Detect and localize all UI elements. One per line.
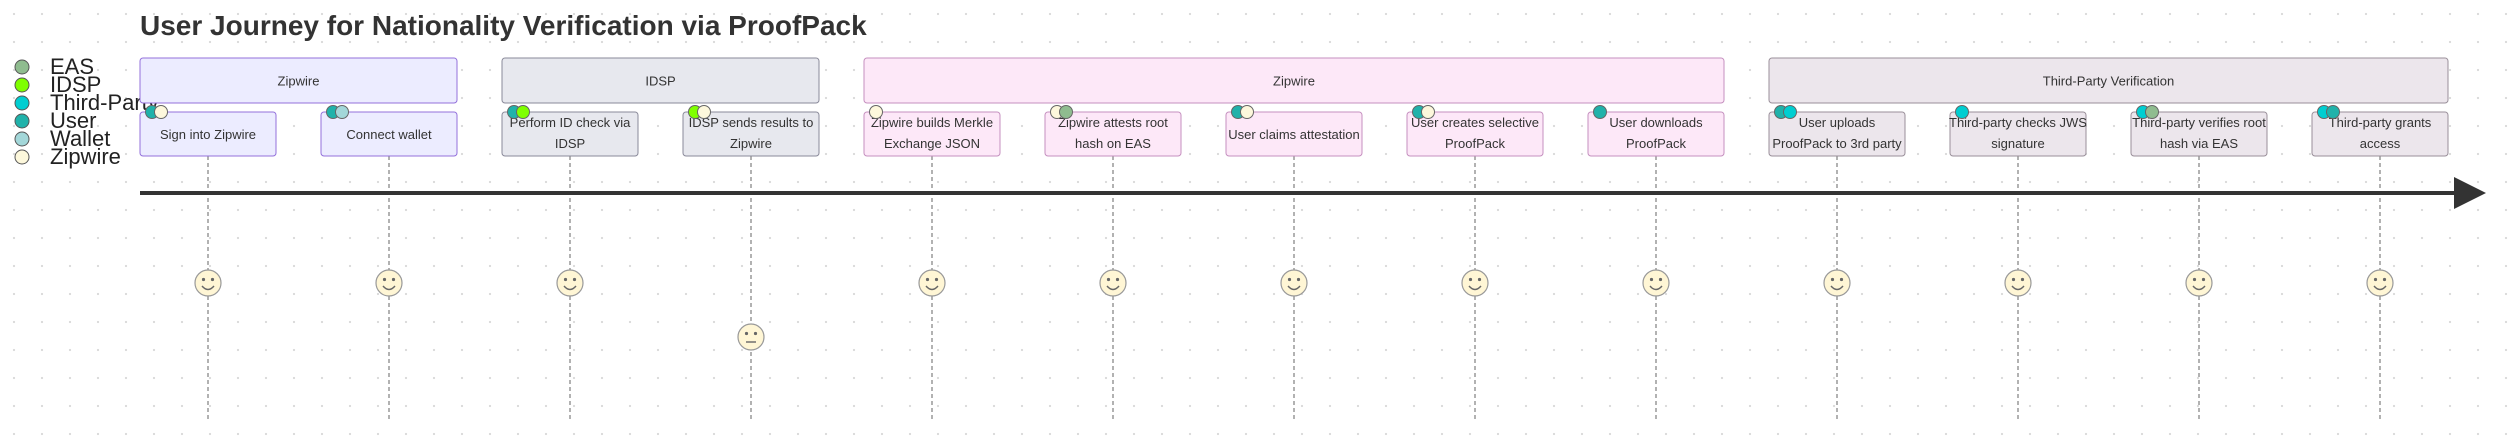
satisfaction-face-icon: [1823, 269, 1851, 297]
legend-eas-dot: [14, 59, 30, 75]
satisfaction-face-icon: [918, 269, 946, 297]
satisfaction-face-icon: [2185, 269, 2213, 297]
task-box: [2311, 111, 2449, 157]
section-label: Zipwire: [278, 74, 320, 89]
task-box: [2130, 111, 2268, 157]
section-band: Zipwire IDSP Zipwire Third-Party Verificati…: [139, 57, 2449, 104]
task-label: Zipwire: [730, 136, 772, 151]
section-box: [1768, 57, 2449, 104]
legend-user-dot: [14, 113, 30, 129]
task-actor-dot: [2326, 105, 2340, 119]
task-label: Connect wallet: [346, 127, 432, 142]
legend-zipwire-label: Zipwire: [50, 144, 121, 169]
task-label: Zipwire attests root: [1058, 115, 1168, 130]
legend-wallet-dot: [14, 131, 30, 147]
task-actor-dot: [1593, 105, 1607, 119]
task-label: Third-party checks JWS: [1949, 115, 2087, 130]
task-label: IDSP: [555, 136, 585, 151]
task-box: [1587, 111, 1725, 157]
task-box: [501, 111, 639, 157]
section-box: [863, 57, 1725, 104]
legend-eas-label: EAS: [50, 54, 94, 79]
task-label: Perform ID check via: [510, 115, 631, 130]
section-box: [501, 57, 820, 104]
task-label: Third-party verifies root: [2132, 115, 2266, 130]
task-box: [1225, 111, 1363, 157]
task-actor-dot: [1783, 105, 1797, 119]
task-actor-dot: [869, 105, 883, 119]
section-box: [139, 57, 458, 104]
task-box: [1044, 111, 1182, 157]
task-box: [682, 111, 820, 157]
task-label: hash on EAS: [1075, 136, 1151, 151]
satisfaction-face-icon: [375, 269, 403, 297]
satisfaction-face-icon: [1099, 269, 1127, 297]
task-label: ProofPack: [1626, 136, 1686, 151]
task-actor-dot: [697, 105, 711, 119]
satisfaction-face-icon: [1280, 269, 1308, 297]
section-label: Third-Party Verification: [2043, 74, 2175, 89]
task-box: [320, 111, 458, 157]
task-actor-dot: [1059, 105, 1073, 119]
legend-zipwire-dot: [14, 149, 30, 165]
task-label: Zipwire builds Merkle: [871, 115, 993, 130]
task-box: [863, 111, 1001, 157]
task-label: access: [2360, 136, 2401, 151]
task-actor-dot: [154, 105, 168, 119]
task-actor-dot: [1240, 105, 1254, 119]
task-label: Third-party grants: [2329, 115, 2432, 130]
satisfaction-face-icon: [556, 269, 584, 297]
task-label: User creates selective: [1411, 115, 1539, 130]
section-label: IDSP: [645, 74, 675, 89]
task-actor-dot: [335, 105, 349, 119]
task-label: ProofPack to 3rd party: [1772, 136, 1902, 151]
task-box: [1406, 111, 1544, 157]
legend-third-party-dot: [14, 95, 30, 111]
satisfaction-face-icon: [194, 269, 222, 297]
task-label: IDSP sends results to: [689, 115, 814, 130]
section-label: Zipwire: [1273, 74, 1315, 89]
satisfaction-face-icon: [2004, 269, 2032, 297]
task-actor-dot: [1421, 105, 1435, 119]
task-box: [1768, 111, 1906, 157]
task-label: hash via EAS: [2160, 136, 2238, 151]
task-label: Sign into Zipwire: [160, 127, 256, 142]
satisfaction-face-icon: [2366, 269, 2394, 297]
task-actor-dot: [516, 105, 530, 119]
task-list: Sign into Zipwire Connect wallet Perform I…: [139, 105, 2449, 420]
legend-wallet-label: Wallet: [50, 126, 110, 151]
task-label: User claims attestation: [1228, 127, 1360, 142]
satisfaction-face-icon: [737, 323, 765, 351]
task-label: signature: [1991, 136, 2044, 151]
task-label: ProofPack: [1445, 136, 1505, 151]
legend-idsp-dot: [14, 77, 30, 93]
task-box: [139, 111, 277, 157]
diagram-title: User Journey for Nationality Verificatio…: [140, 10, 867, 41]
task-label: User uploads: [1799, 115, 1876, 130]
satisfaction-face-icon: [1461, 269, 1489, 297]
legend-idsp-label: IDSP: [50, 72, 101, 97]
task-box: [1949, 111, 2087, 157]
task-label: User downloads: [1609, 115, 1703, 130]
satisfaction-face-icon: [1642, 269, 1670, 297]
task-actor-dot: [2145, 105, 2159, 119]
task-label: Exchange JSON: [884, 136, 980, 151]
task-actor-dot: [1955, 105, 1969, 119]
legend-user-label: User: [50, 108, 96, 133]
